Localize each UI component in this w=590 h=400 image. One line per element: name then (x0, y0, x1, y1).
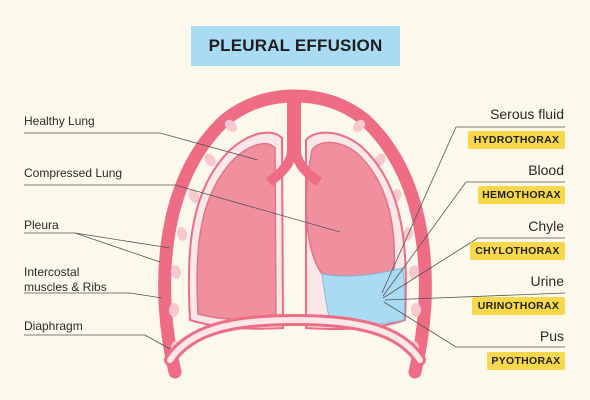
fluid-label-pus: Pus (539, 328, 564, 344)
right-leader-lines (381, 126, 566, 348)
diaphragm (164, 313, 426, 366)
badge-hemothorax: HEMOTHORAX (478, 186, 565, 204)
badge-hydrothorax: HYDROTHORAX (468, 131, 565, 149)
label-healthy-lung: Healthy Lung (24, 114, 95, 128)
left-leader-lines (24, 132, 341, 350)
label-pleura: Pleura (24, 218, 59, 232)
fluid-label-urine: Urine (530, 273, 564, 289)
fluid-label-serous: Serous fluid (490, 106, 564, 122)
label-intercostal-line1: Intercostal (24, 265, 80, 279)
pleural-fluid (321, 267, 406, 326)
chest-wall (158, 89, 432, 379)
trachea (266, 100, 322, 186)
fluid-label-chyle: Chyle (528, 218, 564, 234)
label-diaphragm: Diaphragm (24, 319, 83, 333)
title-box: PLEURAL EFFUSION (191, 26, 400, 66)
label-compressed-lung: Compressed Lung (24, 166, 123, 180)
badge-chylothorax: CHYLOTHORAX (470, 242, 565, 260)
label-intercostal-line2: muscles & Ribs (24, 280, 107, 294)
badge-urinothorax: URINOTHORAX (472, 297, 565, 315)
badge-pyothorax: PYOTHORAX (487, 352, 565, 370)
fluid-label-blood: Blood (528, 162, 564, 178)
page-title: PLEURAL EFFUSION (208, 36, 383, 55)
healthy-lung (196, 142, 277, 321)
